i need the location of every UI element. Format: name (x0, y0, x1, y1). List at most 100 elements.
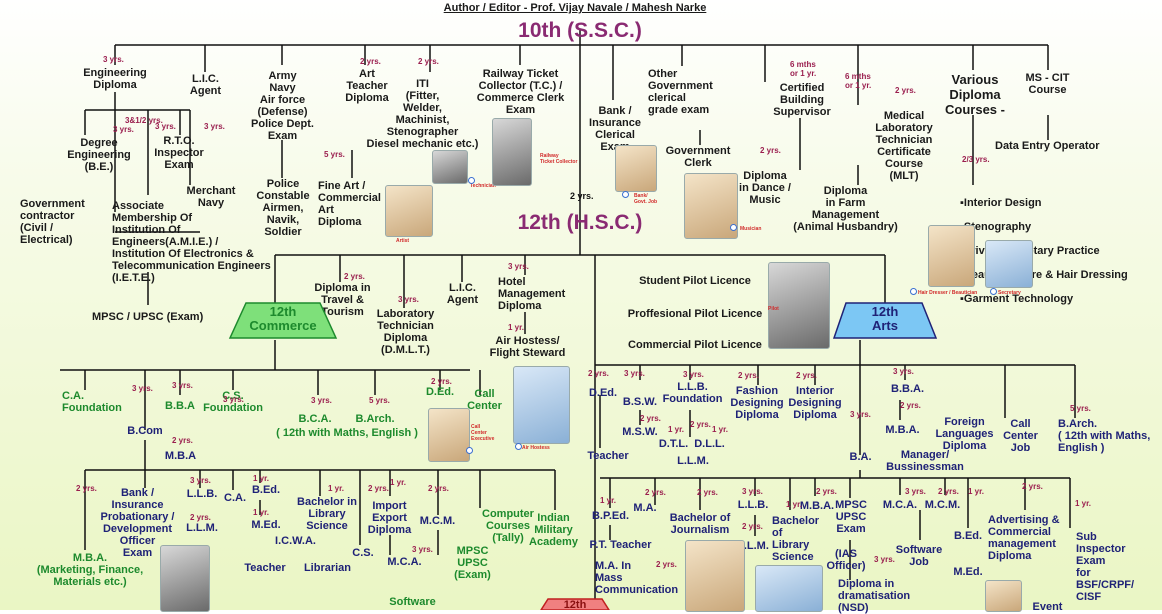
duration-label: 2 yrs. (1022, 482, 1043, 491)
marker-dot (910, 288, 917, 295)
node-manager: Manager/ Bussinessman (886, 449, 964, 473)
node-govt-contractor: Government contractor (Civil / Electrica… (20, 198, 85, 246)
node-bba-commerce: B.B.A (165, 400, 195, 412)
duration-label: 2 yrs. (344, 272, 365, 281)
duration-label: 2 yrs. (645, 488, 666, 497)
duration-label: 3 yrs. (223, 395, 244, 404)
node-engineering-diploma: Engineering Diploma (83, 67, 147, 91)
marker-dot (622, 191, 629, 198)
node-govt-clerk: Government Clerk (665, 145, 731, 169)
node-icwa: I.C.W.A. (275, 535, 316, 547)
node-foreign-languages: Foreign Languages Diploma (935, 416, 994, 452)
node-professional-pilot: Proffesional Pilot Licence (627, 308, 763, 320)
stage-12th-science: 12th (563, 599, 587, 611)
commerce-box (228, 302, 338, 339)
node-llm-arts2: L.L.M. (737, 540, 769, 552)
hairdresser-illustration (928, 225, 975, 287)
node-barch-arts: B.Arch. ( 12th with Maths, English ) (1058, 418, 1151, 454)
node-software-job: Software Job (895, 544, 943, 568)
duration-label: 2 yrs. (938, 487, 959, 496)
duration-label: 1 yr. (600, 496, 617, 505)
node-computer-courses: Computer Courses (Tally) (482, 508, 534, 544)
duration-label: 2 yrs. (428, 484, 449, 493)
duration-label: 3 yrs. (850, 410, 871, 419)
marker-dot (466, 447, 473, 454)
musician-illustration (684, 173, 738, 239)
node-mcm-arts: M.C.M. (924, 499, 961, 511)
node-mass-comm: M.A. In Mass Communication (595, 560, 679, 596)
duration-label: 2 yrs. (738, 371, 759, 380)
node-travel-tourism: Diploma in Travel & Tourism (314, 282, 371, 318)
node-indian-military: Indian Military Academy (529, 512, 578, 548)
stage-12th-arts: 12th Arts (871, 304, 899, 333)
pilot-illustration (768, 262, 830, 349)
duration-label: 2/3 yrs. (962, 155, 990, 164)
duration-label: 2 yrs. (697, 488, 718, 497)
node-data-entry: Data Entry Operator (995, 140, 1100, 152)
node-army: Army Navy Air force (Defense) Police Dep… (251, 70, 314, 142)
node-llb-arts: L.L.B. (737, 499, 769, 511)
duration-label: 6 mths or 1 yr. (790, 60, 817, 78)
technician-illustration (432, 150, 468, 184)
node-student-pilot: Student Pilot Licence (639, 275, 751, 287)
node-dtl: D.T.L. (658, 438, 689, 450)
duration-label: 1 yr. (390, 478, 407, 487)
node-fine-art: Fine Art / Commercial Art Diploma (318, 180, 381, 228)
node-bped: B.P.Ed. (591, 510, 630, 522)
musician-caption: Musician (740, 226, 762, 232)
duration-label: 2 yrs. (360, 57, 381, 66)
duration-label: 2 yrs. (588, 369, 609, 378)
node-mca-arts: M.C.A. (882, 499, 918, 511)
node-ba: B.A. (849, 451, 872, 463)
node-bca: B.C.A. (298, 413, 332, 425)
duration-label: 2 yrs. (895, 86, 916, 95)
node-barch-commerce: B.Arch. (355, 413, 395, 425)
node-fashion: Fashion Designing Diploma (730, 385, 784, 421)
node-merchant-navy: Merchant Navy (186, 185, 236, 209)
node-dmlt: Laboratory Technician Diploma (D.M.L.T.) (376, 308, 435, 356)
duration-label: 3 yrs. (874, 555, 895, 564)
node-teacher-commerce: Teacher (244, 562, 286, 574)
node-iti: ITI (Fitter, Welder, Machinist, Stenogra… (366, 78, 479, 150)
duration-label: 2 yrs. (76, 484, 97, 493)
duration-label: 3 yrs. (508, 262, 529, 271)
node-commercial-pilot: Commercial Pilot Licence (628, 339, 762, 351)
duration-label: 2 yrs. (368, 484, 389, 493)
call-center-illustration (428, 408, 470, 462)
node-lic-agent-12: L.I.C. Agent (446, 282, 479, 306)
duration-label: 2 yrs. (796, 371, 817, 380)
duration-label: 3 yrs. (742, 487, 763, 496)
node-med-arts: M.Ed. (953, 566, 983, 578)
node-mba-marketing: M.B.A. (Marketing, Finance, Materials et… (36, 552, 144, 588)
node-ma: M.A. (633, 502, 657, 514)
node-govt-clerical: Other Government clerical grade exam (648, 68, 713, 116)
duration-label: 3 yrs. (132, 384, 153, 393)
duration-label: 2 yrs. (640, 414, 661, 423)
duration-label: 1 yr. (508, 323, 525, 332)
duration-label: 3 yrs. (398, 295, 419, 304)
marker-dot (730, 224, 737, 231)
author-line: Author / Editor - Prof. Vijay Navale / M… (443, 2, 707, 14)
node-sub-inspector: Sub Inspector Exam for BSF/CRPF/ CISF (1076, 531, 1135, 603)
node-event: Event (1032, 601, 1063, 613)
node-ca-foundation: C.A. Foundation (62, 390, 122, 414)
artist-illustration (385, 185, 433, 237)
node-mlt: Medical Laboratory Technician Certificat… (875, 110, 933, 182)
duration-label: 3 yrs. (683, 370, 704, 379)
node-bcom: B.Com (127, 425, 163, 437)
node-call-center-job: Call Center Job (1003, 418, 1038, 454)
node-blib-commerce: Bachelor in Library Science (297, 496, 357, 532)
node-mcm-commerce: M.C.M. (419, 515, 456, 527)
node-bsw: B.S.W. (622, 396, 658, 408)
node-ded-arts: D.Ed. (588, 387, 618, 399)
node-mpsc-arts: MPSC UPSC Exam (835, 499, 867, 535)
technician-caption: Technician (470, 183, 496, 189)
node-air-hostess: Air Hostess/ Flight Steward (489, 335, 566, 359)
node-lic-agent: L.I.C. Agent (189, 73, 222, 97)
node-mscit: MS - CIT Course (1025, 72, 1070, 96)
duration-label: 2 yrs. (656, 560, 677, 569)
node-dance-music: Diploma in Dance / Music (739, 170, 791, 206)
event-illustration (985, 580, 1022, 612)
stage-12th-hsc: 12th (H.S.C.) (517, 211, 643, 234)
node-llm-commerce: L.L.M. (186, 522, 218, 534)
